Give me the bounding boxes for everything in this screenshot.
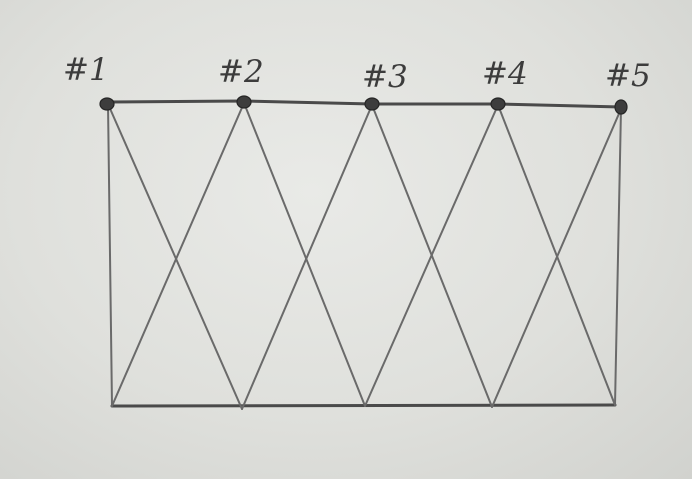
- top-edge: [105, 99, 623, 109]
- node-label-1: #1: [63, 52, 109, 88]
- diagonal-5-up: [491, 108, 622, 408]
- node-label-3: #3: [362, 59, 408, 95]
- node-label-5: #5: [605, 58, 651, 94]
- diagonal-3-up: [241, 104, 373, 410]
- bottom-edge: [110, 403, 617, 408]
- pin-3: [364, 97, 380, 111]
- diagonal-2-up: [111, 102, 245, 407]
- pin-2: [236, 95, 252, 109]
- diagonal-2-down: [243, 102, 366, 407]
- diagonal-4-up: [364, 104, 499, 407]
- diagonal-1-down: [107, 103, 243, 410]
- node-label-2: #2: [218, 54, 264, 90]
- right-edge: [614, 108, 622, 406]
- left-edge: [107, 103, 113, 407]
- pin-4: [490, 97, 506, 111]
- node-label-4: #4: [482, 56, 528, 92]
- pin-5: [614, 99, 628, 115]
- diagonal-4-down: [497, 104, 616, 406]
- pin-1: [99, 97, 115, 111]
